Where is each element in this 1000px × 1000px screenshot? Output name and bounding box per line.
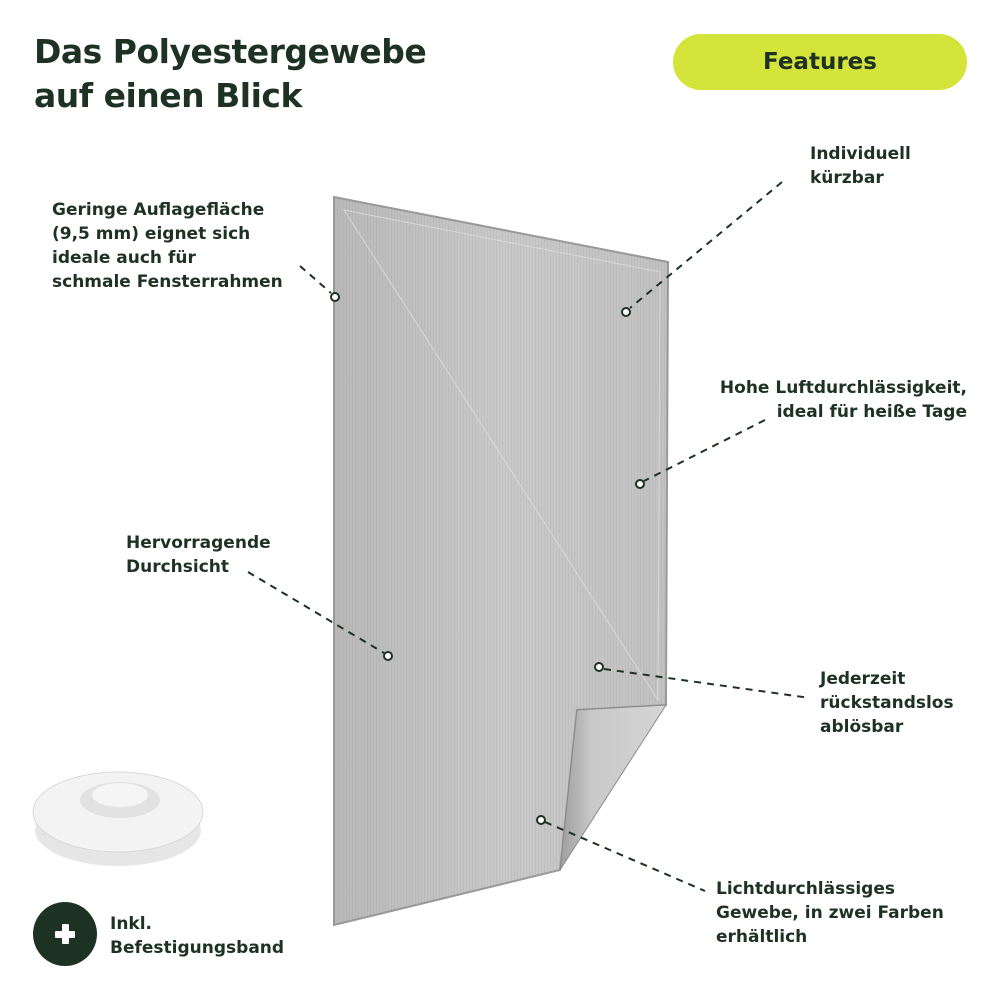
- feature-visibility: Hervorragende Durchsicht: [126, 531, 271, 579]
- leader-lines: [247, 181, 811, 892]
- label-line: Inkl.: [110, 914, 153, 934]
- feature-airflow: Hohe Luftdurchlässigkeit, ideal für heiß…: [720, 376, 967, 424]
- features-badge: Features: [673, 34, 967, 90]
- tape-roll: [32, 771, 204, 866]
- label-line: Durchsicht: [126, 557, 230, 577]
- title-line: auf einen Blick: [34, 76, 302, 115]
- label-line: Befestigungsband: [110, 938, 285, 958]
- label-line: ideal für heiße Tage: [776, 402, 967, 422]
- label-line: ideale auch für: [52, 248, 196, 268]
- feature-removable: Jederzeit rückstandslos ablösbar: [820, 667, 954, 739]
- label-line: Individuell: [810, 144, 911, 164]
- page-title: Das Polyestergewebe auf einen Blick: [34, 30, 427, 118]
- label-line: Jederzeit: [820, 669, 906, 689]
- badge-label: Features: [763, 49, 877, 75]
- title-line: Das Polyestergewebe: [34, 32, 427, 71]
- mesh-sheet: [333, 195, 670, 927]
- label-line: Gewebe, in zwei Farben: [716, 903, 944, 923]
- label-line: rückstandslos: [820, 693, 954, 713]
- feature-narrow-frame: Geringe Auflagefläche (9,5 mm) eignet si…: [52, 198, 283, 294]
- label-line: Geringe Auflagefläche: [52, 200, 265, 220]
- label-line: (9,5 mm) eignet sich: [52, 224, 251, 244]
- plus-icon: [33, 902, 97, 966]
- label-line: kürzbar: [810, 168, 884, 188]
- feature-translucent: Lichtdurchlässiges Gewebe, in zwei Farbe…: [716, 877, 944, 949]
- label-line: ablösbar: [820, 717, 904, 737]
- label-line: schmale Fensterrahmen: [52, 272, 283, 292]
- label-line: Lichtdurchlässiges: [716, 879, 895, 899]
- feature-cuttable: Individuell kürzbar: [810, 142, 911, 190]
- marker-dots: [330, 292, 645, 825]
- folded-corner: [559, 704, 667, 871]
- label-line: Hohe Luftdurchlässigkeit,: [719, 378, 967, 398]
- included-tape-label: Inkl. Befestigungsband: [110, 912, 284, 960]
- label-line: Hervorragende: [126, 533, 271, 553]
- label-line: erhältlich: [716, 927, 808, 947]
